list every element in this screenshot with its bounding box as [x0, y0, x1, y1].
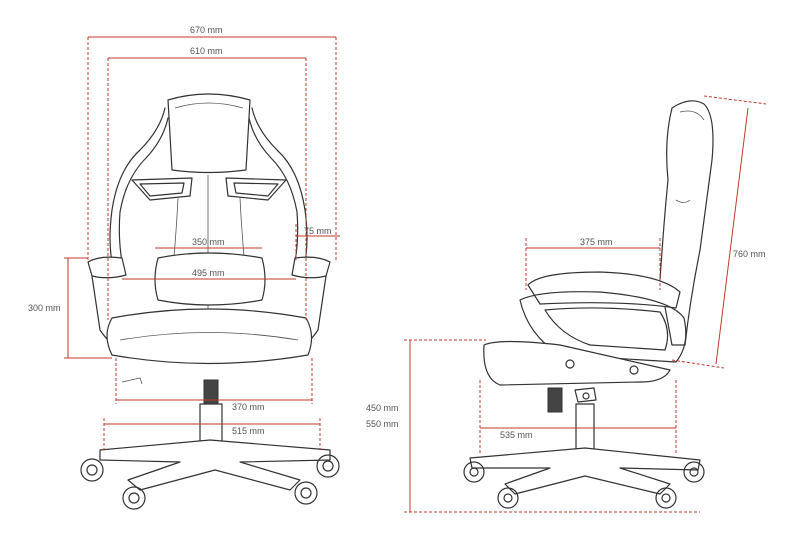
- dim-seat-height-max: 550 mm: [366, 419, 399, 429]
- dim-seat-back-width: 610 mm: [190, 46, 223, 56]
- front-view-dimensions: 670 mm 610 mm 75 mm 350 mm 495 mm 300 mm…: [28, 25, 340, 450]
- dim-overall-width: 670 mm: [190, 25, 223, 35]
- dim-armrest-width: 75 mm: [304, 226, 332, 236]
- dim-inner-width: 495 mm: [192, 268, 225, 278]
- side-view-dimensions: 375 mm 760 mm 450 mm 550 mm 535 mm: [366, 95, 767, 513]
- dim-base-depth: 535 mm: [500, 430, 533, 440]
- dim-seat-width: 370 mm: [232, 402, 265, 412]
- dim-backrest-lower-width: 350 mm: [192, 237, 225, 247]
- dim-seat-depth: 375 mm: [580, 237, 613, 247]
- front-view-chair: [80, 93, 340, 510]
- dim-armrest-height: 300 mm: [28, 303, 61, 313]
- side-view-chair: [463, 100, 714, 509]
- dim-base-width: 515 mm: [232, 426, 265, 436]
- dim-backrest-height: 760 mm: [733, 249, 766, 259]
- dim-seat-height-min: 450 mm: [366, 403, 399, 413]
